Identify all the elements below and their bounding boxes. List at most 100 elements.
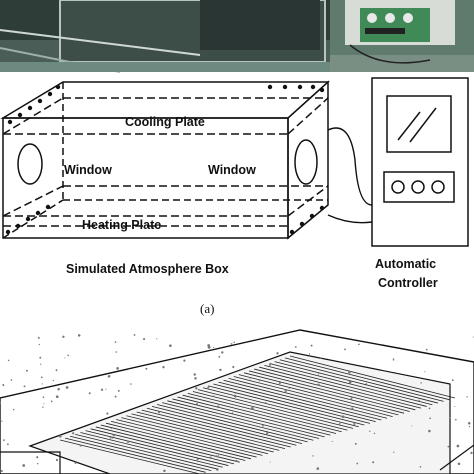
speckle	[411, 425, 413, 427]
speckle	[50, 400, 53, 403]
speckle	[112, 434, 115, 437]
speckle	[451, 379, 454, 382]
fin-line	[59, 439, 201, 474]
speckle	[42, 406, 44, 408]
speckle	[294, 346, 297, 348]
speckle	[425, 348, 428, 351]
controller-label-line2: Controller	[378, 276, 438, 290]
controller-screen	[386, 95, 452, 153]
fin-line	[259, 366, 422, 409]
fin-line	[146, 407, 297, 446]
speckle	[43, 403, 45, 405]
fin-line	[136, 411, 286, 450]
speckle	[59, 435, 62, 438]
speckle	[449, 417, 451, 419]
fin-line	[100, 424, 246, 461]
speckle	[114, 341, 117, 343]
photo-strip	[0, 0, 474, 73]
speckle	[130, 383, 132, 385]
speckle	[209, 456, 212, 459]
fin-line	[172, 398, 325, 438]
speckle	[111, 437, 113, 439]
speckle	[38, 343, 40, 346]
speckle	[57, 387, 60, 391]
speckle	[7, 443, 9, 446]
speckle	[22, 464, 26, 467]
speckle	[317, 383, 320, 386]
speckle	[3, 439, 5, 442]
speckle	[120, 419, 122, 422]
window-right-label: Window	[208, 163, 256, 177]
speckle	[65, 386, 69, 389]
speckle	[322, 432, 324, 434]
fin-line	[141, 409, 291, 448]
speckle	[0, 469, 3, 473]
speckle	[312, 455, 314, 457]
speckle	[312, 402, 314, 404]
speckle	[424, 371, 426, 373]
speckle	[358, 343, 360, 346]
speckle	[351, 407, 354, 410]
speckle	[365, 383, 368, 385]
speckle	[218, 355, 221, 358]
speckle	[7, 359, 10, 362]
speckle	[105, 388, 107, 390]
speckle	[408, 395, 411, 397]
fin-line	[85, 430, 229, 466]
fin-array	[59, 355, 456, 474]
speckle	[354, 442, 357, 445]
speckle	[249, 378, 251, 380]
controller-body	[371, 77, 469, 247]
speckle	[196, 458, 199, 461]
fin-line	[162, 402, 314, 441]
fin-line	[269, 363, 433, 406]
speckle	[269, 461, 271, 463]
cooling-plate-outline	[2, 97, 329, 135]
speckle	[23, 385, 26, 388]
photo-left	[0, 0, 330, 73]
speckle	[163, 469, 166, 473]
speckle	[235, 459, 238, 463]
fin-line	[151, 406, 303, 444]
speckle	[310, 344, 313, 347]
speckle	[447, 445, 450, 448]
fin-line	[284, 357, 450, 401]
speckle	[212, 395, 215, 397]
speckle	[52, 380, 54, 382]
speckle	[308, 353, 311, 355]
speckle	[194, 377, 197, 380]
speckle	[467, 422, 471, 425]
fin-line	[65, 437, 206, 473]
fin-line	[157, 404, 308, 443]
atmosphere-box-diagram	[0, 80, 330, 240]
controller-label-line1: Automatic	[375, 257, 436, 271]
box-caption: Simulated Atmosphere Box	[66, 262, 229, 276]
speckle	[298, 385, 300, 388]
speckle	[233, 341, 235, 343]
speckle	[353, 423, 356, 425]
speckle	[193, 373, 196, 376]
speckle	[1, 420, 3, 422]
speckle	[392, 358, 395, 361]
speckle	[348, 370, 351, 374]
fin-line	[126, 415, 274, 453]
speckle	[183, 359, 186, 362]
speckle	[64, 357, 66, 359]
speckle	[418, 399, 420, 402]
speckle	[2, 383, 5, 387]
speckle	[221, 351, 224, 354]
fin-line	[192, 391, 348, 431]
speckle	[194, 428, 197, 431]
speckle	[36, 462, 39, 465]
speckle	[232, 365, 235, 369]
speckle	[12, 408, 15, 411]
speckle	[348, 380, 352, 384]
controller-knob-3	[431, 180, 445, 194]
fin-line	[167, 400, 320, 439]
heating-plate-outline	[2, 185, 329, 227]
heating-plate-label: Heating Plate	[82, 218, 161, 232]
fin-line	[249, 370, 410, 412]
fin-line	[131, 413, 280, 451]
speckle	[106, 412, 109, 415]
speckle	[117, 389, 120, 392]
